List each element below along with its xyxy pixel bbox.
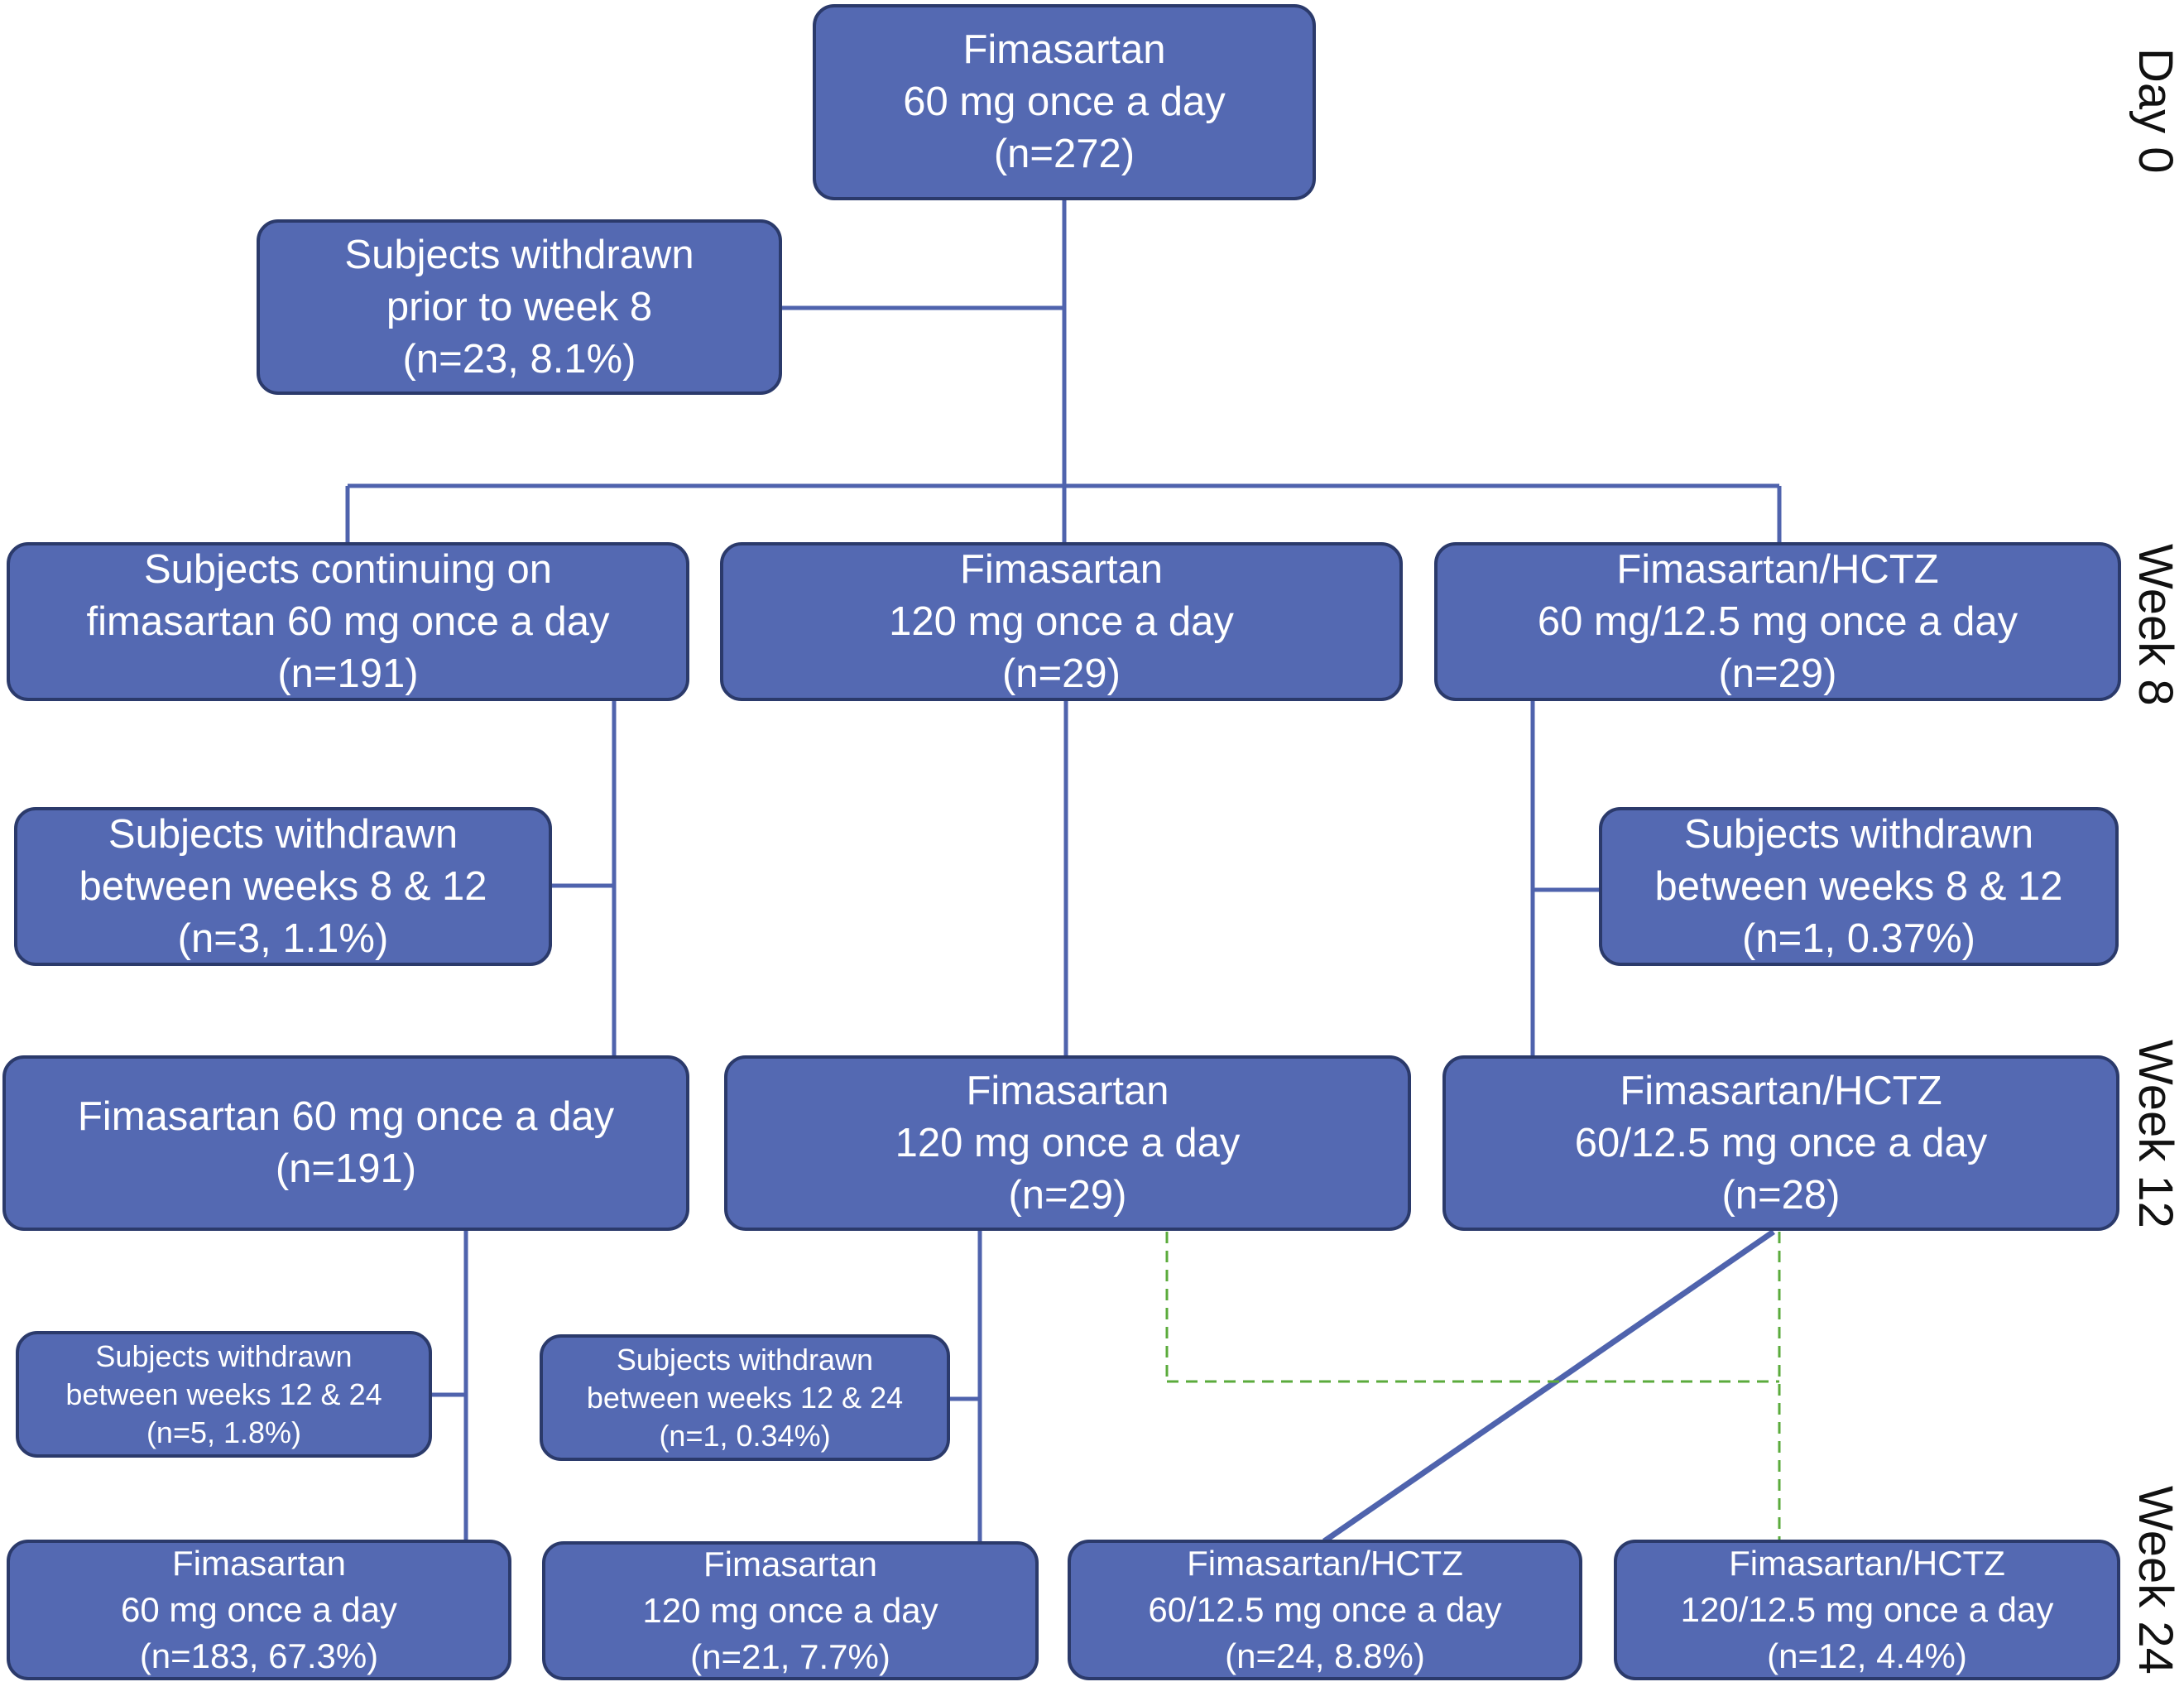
box-text-line: (n=29): [1718, 651, 1837, 696]
box-text-line: (n=24, 8.8%): [1225, 1636, 1425, 1675]
box-text-line: (n=272): [993, 132, 1135, 176]
box-text-line: 60 mg once a day: [121, 1590, 397, 1629]
connector-hctz-diagonal: [1322, 1229, 1775, 1544]
box-text-line: prior to week 8: [386, 284, 653, 329]
box-text-line: Fimasartan: [966, 1068, 1169, 1113]
box-text-line: Fimasartan/HCTZ: [1729, 1544, 2005, 1583]
box-text-line: Subjects withdrawn: [108, 811, 458, 857]
box-text-line: Subjects withdrawn: [616, 1342, 874, 1377]
box-week8-fimasartan-120: Fimasartan 120 mg once a day (n=29): [720, 542, 1403, 701]
box-week24-fimasartan-60: Fimasartan 60 mg once a day (n=183, 67.3…: [7, 1540, 511, 1680]
box-withdrawn-weeks-8-12-left: Subjects withdrawn between weeks 8 & 12 …: [14, 807, 552, 966]
box-text-line: (n=191): [277, 651, 419, 696]
box-text-line: (n=3, 1.1%): [177, 915, 389, 961]
box-text-line: 120 mg once a day: [889, 598, 1234, 644]
box-text-line: (n=21, 7.7%): [690, 1637, 890, 1676]
box-text-line: Fimasartan/HCTZ: [1187, 1544, 1463, 1583]
timepoint-day0-label: Day 0: [2129, 48, 2182, 174]
box-start-fimasartan-60: Fimasartan 60 mg once a day (n=272): [813, 4, 1316, 200]
box-text-line: Fimasartan/HCTZ: [1616, 546, 1939, 592]
box-text-line: 60 mg/12.5 mg once a day: [1537, 598, 2018, 644]
box-week8-fimasartan-hctz: Fimasartan/HCTZ 60 mg/12.5 mg once a day…: [1434, 542, 2121, 701]
box-text-line: Fimasartan: [171, 1544, 347, 1583]
box-text-line: between weeks 8 & 12: [79, 863, 487, 909]
box-text-line: between weeks 8 & 12: [1654, 863, 2063, 909]
box-text-line: Fimasartan: [962, 27, 1166, 72]
box-text-line: 120/12.5 mg once a day: [1680, 1590, 2054, 1629]
box-week24-fimasartan-hctz-60: Fimasartan/HCTZ 60/12.5 mg once a day (n…: [1068, 1540, 1582, 1680]
box-text-line: 60/12.5 mg once a day: [1148, 1590, 1502, 1629]
box-text-line: (n=29): [1008, 1172, 1127, 1218]
box-text-line: (n=29): [1001, 651, 1121, 696]
box-text-line: (n=1, 0.34%): [659, 1418, 831, 1453]
box-withdrawn-weeks-12-24-mid: Subjects withdrawn between weeks 12 & 24…: [540, 1334, 950, 1461]
box-withdrawn-weeks-12-24-left: Subjects withdrawn between weeks 12 & 24…: [16, 1331, 432, 1458]
box-text-line: (n=191): [275, 1146, 417, 1191]
box-week24-fimasartan-120: Fimasartan 120 mg once a day (n=21, 7.7%…: [542, 1541, 1039, 1680]
box-week24-fimasartan-hctz-120: Fimasartan/HCTZ 120/12.5 mg once a day (…: [1614, 1540, 2120, 1680]
box-text-line: Fimasartan: [703, 1545, 878, 1583]
box-text-line: between weeks 12 & 24: [586, 1380, 904, 1415]
box-text-line: 60 mg once a day: [903, 79, 1226, 124]
box-week8-continuing-fimasartan-60: Subjects continuing on fimasartan 60 mg …: [7, 542, 689, 701]
box-text-line: fimasartan 60 mg once a day: [86, 598, 610, 644]
box-text-line: (n=28): [1721, 1172, 1841, 1218]
box-text-line: (n=5, 1.8%): [146, 1415, 302, 1449]
box-text-line: Subjects continuing on: [143, 546, 553, 592]
box-text-line: Subjects withdrawn: [344, 232, 694, 277]
timepoint-week24-label: Week 24: [2129, 1486, 2182, 1675]
box-text-line: Subjects withdrawn: [1683, 811, 2034, 857]
box-text-line: (n=12, 4.4%): [1767, 1636, 1967, 1675]
timepoint-week12-label: Week 12: [2129, 1040, 2182, 1228]
box-withdrawn-prior-week8: Subjects withdrawn prior to week 8 (n=23…: [257, 219, 782, 395]
box-week12-fimasartan-60: Fimasartan 60 mg once a day (n=191): [2, 1055, 689, 1231]
box-text-line: Fimasartan 60 mg once a day: [77, 1094, 615, 1139]
box-text-line: between weeks 12 & 24: [65, 1377, 382, 1411]
box-withdrawn-weeks-8-12-right: Subjects withdrawn between weeks 8 & 12 …: [1599, 807, 2119, 966]
box-text-line: Fimasartan: [959, 546, 1164, 592]
box-text-line: 120 mg once a day: [642, 1591, 938, 1630]
box-text-line: 120 mg once a day: [895, 1120, 1241, 1165]
box-text-line: Fimasartan/HCTZ: [1620, 1068, 1942, 1113]
box-text-line: 60/12.5 mg once a day: [1574, 1120, 1988, 1165]
box-text-line: (n=23, 8.1%): [402, 336, 636, 382]
timepoint-week8-label: Week 8: [2129, 544, 2182, 706]
box-week12-fimasartan-120: Fimasartan 120 mg once a day (n=29): [724, 1055, 1411, 1231]
box-text-line: (n=1, 0.37%): [1742, 915, 1975, 961]
box-week12-fimasartan-hctz: Fimasartan/HCTZ 60/12.5 mg once a day (n…: [1442, 1055, 2119, 1231]
box-text-line: Subjects withdrawn: [95, 1338, 353, 1373]
box-text-line: (n=183, 67.3%): [139, 1636, 379, 1675]
